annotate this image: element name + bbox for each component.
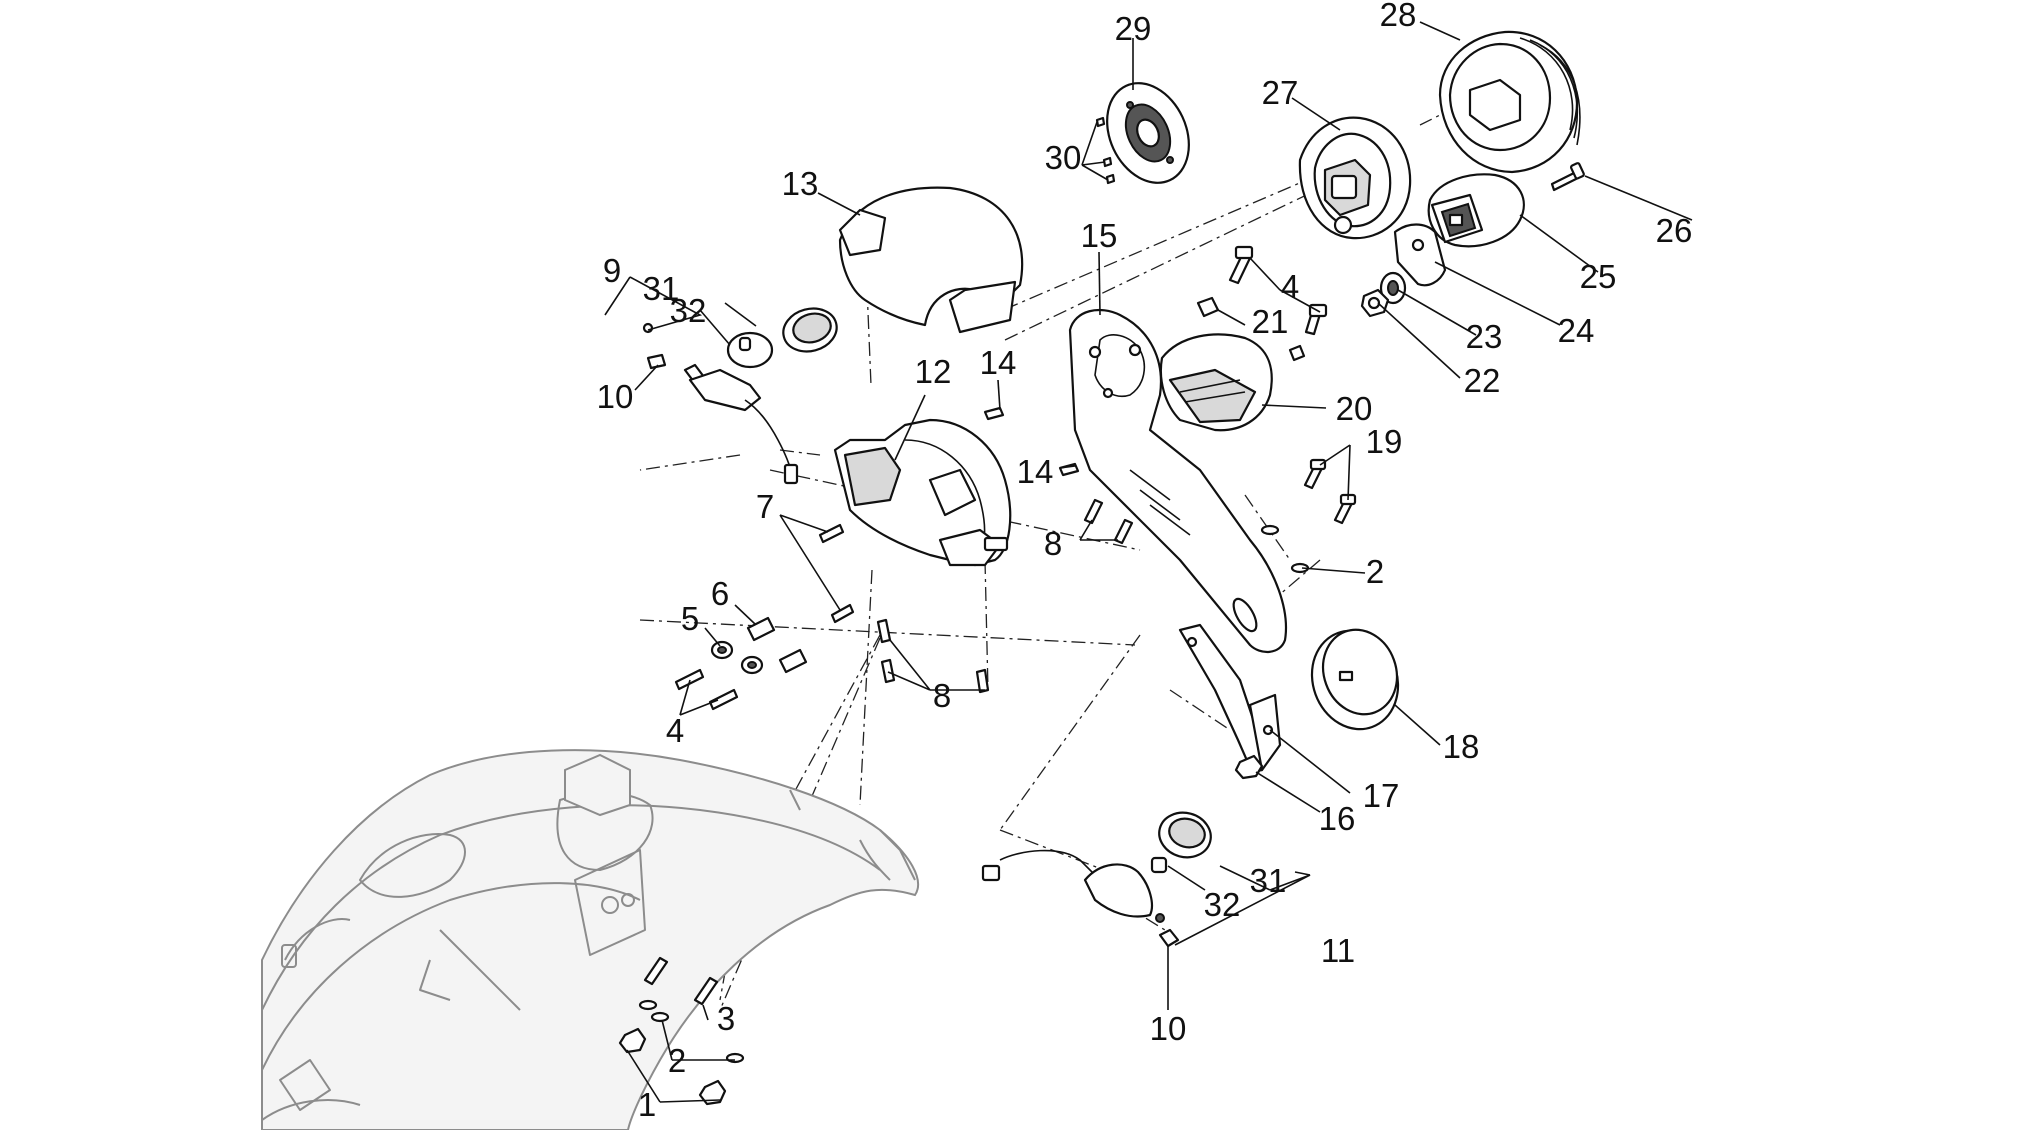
part-lamp-cover bbox=[1159, 333, 1273, 432]
callout-4: 4 bbox=[666, 712, 684, 749]
callout-18: 18 bbox=[1443, 728, 1480, 765]
callout-16: 16 bbox=[1319, 800, 1356, 837]
leader-lines bbox=[604, 21, 1693, 1103]
part-fender-fasteners bbox=[618, 956, 745, 1106]
part-light-cap bbox=[1427, 173, 1525, 248]
callout-24: 24 bbox=[1558, 312, 1595, 349]
callout-27: 27 bbox=[1262, 74, 1299, 111]
callout-8: 8 bbox=[1044, 525, 1062, 562]
callout-12: 12 bbox=[915, 353, 952, 390]
callout-8: 8 bbox=[933, 677, 951, 714]
callout-3: 3 bbox=[717, 1000, 735, 1037]
callout-5: 5 bbox=[681, 600, 699, 637]
part-left-turn-signal bbox=[642, 307, 838, 485]
callout-25: 25 bbox=[1580, 258, 1617, 295]
part-grommet bbox=[1379, 271, 1407, 305]
callout-28: 28 bbox=[1380, 0, 1417, 33]
part-lower-nut bbox=[1234, 754, 1264, 780]
part-housing-ring bbox=[1438, 30, 1581, 174]
callout-17: 17 bbox=[1363, 777, 1400, 814]
callout-2: 2 bbox=[1366, 553, 1384, 590]
callout-21: 21 bbox=[1252, 303, 1289, 340]
callout-15: 15 bbox=[1081, 217, 1118, 254]
part-clip bbox=[1196, 296, 1306, 362]
callout-30: 30 bbox=[1045, 139, 1082, 176]
callout-14: 14 bbox=[1017, 453, 1054, 490]
callout-2: 2 bbox=[668, 1042, 686, 1079]
callout-31: 31 bbox=[1250, 862, 1287, 899]
callout-13: 13 bbox=[782, 165, 819, 202]
part-mounting-plate bbox=[1106, 82, 1190, 184]
callout-32: 32 bbox=[670, 292, 707, 329]
part-shapes bbox=[618, 30, 1585, 1106]
part-plate-bracket bbox=[1068, 308, 1287, 653]
part-lamp-holder bbox=[833, 418, 1012, 567]
callout-26: 26 bbox=[1656, 212, 1693, 249]
part-lower-bracket bbox=[1178, 623, 1282, 774]
part-pins bbox=[1260, 458, 1357, 574]
callout-29: 29 bbox=[1115, 10, 1152, 47]
part-spacers bbox=[674, 616, 808, 711]
callout-labels: 1 2 2 3 4 4 5 6 7 8 8 9 10 10 11 12 13 1… bbox=[597, 0, 1693, 1123]
part-right-turn-signal bbox=[981, 811, 1212, 948]
callout-14: 14 bbox=[980, 344, 1017, 381]
callout-19: 19 bbox=[1366, 423, 1403, 460]
rear-fender bbox=[261, 749, 920, 1130]
part-upper-cover bbox=[838, 186, 1024, 334]
part-lamp-base bbox=[1298, 116, 1412, 240]
part-bracket bbox=[1393, 223, 1447, 287]
callout-11: 11 bbox=[1321, 932, 1355, 969]
callout-32: 32 bbox=[1204, 886, 1241, 923]
part-long-screw bbox=[1550, 162, 1585, 192]
callout-7: 7 bbox=[756, 488, 774, 525]
part-small-screws bbox=[1095, 116, 1116, 185]
callout-22: 22 bbox=[1464, 362, 1501, 399]
callout-23: 23 bbox=[1466, 318, 1503, 355]
callout-10: 10 bbox=[1150, 1010, 1187, 1047]
callout-4: 4 bbox=[1281, 268, 1299, 305]
part-nut bbox=[1360, 288, 1390, 318]
callout-20: 20 bbox=[1336, 390, 1373, 427]
part-cover-screws bbox=[818, 523, 855, 624]
callout-10: 10 bbox=[597, 378, 634, 415]
callout-6: 6 bbox=[711, 575, 729, 612]
callout-1: 1 bbox=[638, 1086, 656, 1123]
callout-31: 31 bbox=[643, 270, 680, 307]
part-reflector bbox=[1310, 628, 1400, 731]
callout-9: 9 bbox=[603, 252, 621, 289]
